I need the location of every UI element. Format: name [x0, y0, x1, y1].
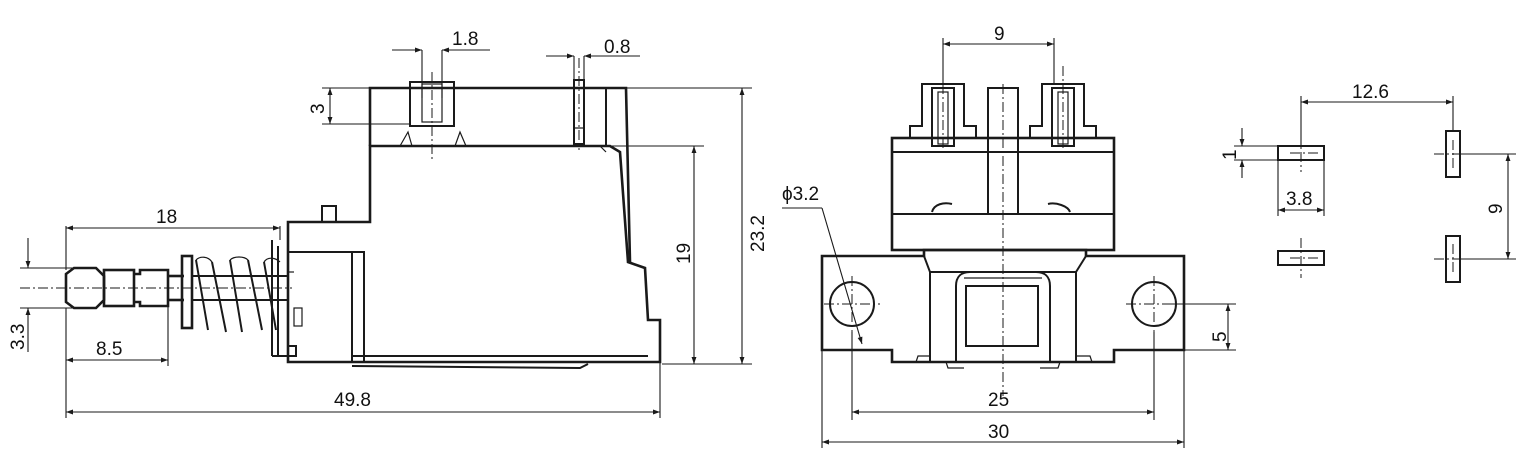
dim-3-label: 3 — [308, 103, 329, 114]
dim-0-8-label: 0.8 — [604, 37, 630, 58]
dim-23-2-label: 23.2 — [748, 215, 769, 252]
dim-18-label: 18 — [156, 207, 177, 228]
dim-3-8-label: 3.8 — [1286, 189, 1312, 210]
dim-9-right-label: 9 — [1486, 203, 1507, 214]
dim-5-label: 5 — [1210, 331, 1231, 342]
side-body-outline — [286, 144, 662, 364]
dim-19-label: 19 — [674, 243, 695, 264]
dim-8-5-label: 8.5 — [96, 339, 122, 360]
side-top-cap — [368, 86, 632, 263]
dim-9-label: 9 — [994, 24, 1005, 45]
dim-12-6-label: 12.6 — [1352, 82, 1389, 103]
side-view — [20, 58, 662, 370]
dim-1-label: 1 — [1220, 149, 1241, 160]
dim-hole-label: ϕ3.2 — [782, 184, 819, 205]
dim-25-label: 25 — [988, 390, 1009, 411]
dim-49-8-label: 49.8 — [334, 390, 371, 411]
dim-3-3-label: 3.3 — [8, 324, 29, 350]
dim-1-8-label: 1.8 — [452, 29, 478, 50]
front-view — [820, 66, 1186, 396]
actuator-window — [965, 285, 1039, 347]
dim-30-label: 30 — [988, 422, 1009, 443]
front-view-dimensions: 9 ϕ3.2 5 25 30 — [782, 24, 1236, 448]
spring — [195, 259, 277, 333]
side-view-dimensions: 1.8 0.8 3 23.2 19 18 3.3 8. — [8, 29, 769, 418]
pin-detail-dimensions: 12.6 1 3.8 9 — [1220, 82, 1516, 260]
